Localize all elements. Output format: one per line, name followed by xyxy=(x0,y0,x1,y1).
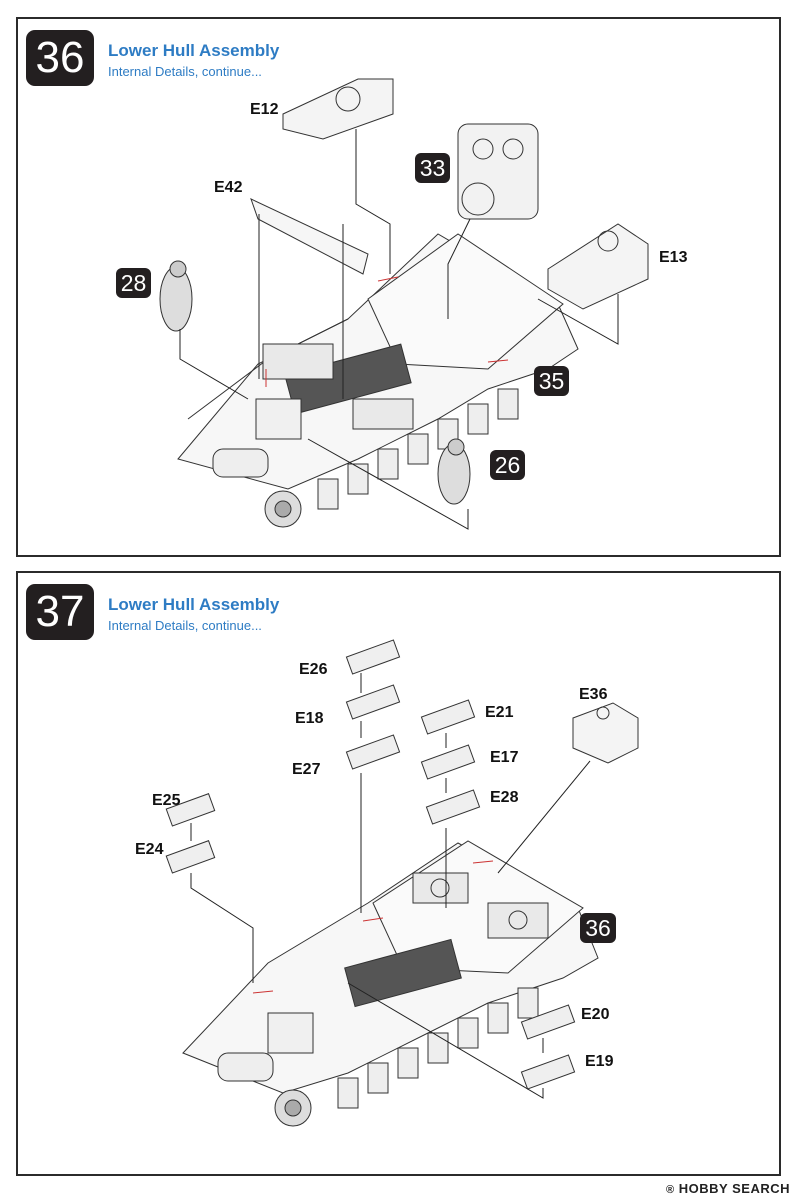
part-label-e42: E42 xyxy=(214,179,243,196)
watermark-brand: HOBBY SEARCH xyxy=(678,1181,790,1196)
step-37-drawing xyxy=(165,639,639,1127)
part-label-e27: E27 xyxy=(292,761,321,778)
part-label-e21: E21 xyxy=(485,704,514,721)
part-label-e36: E36 xyxy=(579,686,608,703)
step-36-drawing xyxy=(159,78,649,530)
part-label-e28: E28 xyxy=(490,789,519,806)
step-ref-28: 28 xyxy=(116,268,151,298)
part-label-e26: E26 xyxy=(299,661,328,678)
part-label-e19: E19 xyxy=(585,1053,614,1070)
step-36-panel: 36 Lower Hull Assembly Internal Details,… xyxy=(16,17,781,557)
watermark: ® HOBBY SEARCH xyxy=(666,1181,790,1196)
part-label-e12: E12 xyxy=(250,101,279,118)
step-37-panel: 37 Lower Hull Assembly Internal Details,… xyxy=(16,571,781,1176)
part-label-e18: E18 xyxy=(295,710,324,727)
step-title: Lower Hull Assembly xyxy=(108,41,280,60)
part-label-e20: E20 xyxy=(581,1006,610,1023)
part-label-e25: E25 xyxy=(152,792,181,809)
step-ref-35: 35 xyxy=(534,366,569,396)
step-ref-36: 36 xyxy=(580,913,616,943)
step-number-badge: 37 xyxy=(26,584,94,640)
part-label-e17: E17 xyxy=(490,749,519,766)
step-subtitle: Internal Details, continue... xyxy=(108,64,262,79)
step-ref-26: 26 xyxy=(490,450,525,480)
step-title: Lower Hull Assembly xyxy=(108,595,280,614)
step-number-badge: 36 xyxy=(26,30,94,86)
part-label-e24: E24 xyxy=(135,841,164,858)
registered-mark: ® xyxy=(666,1184,675,1196)
step-subtitle: Internal Details, continue... xyxy=(108,618,262,633)
step-ref-33: 33 xyxy=(415,153,450,183)
part-label-e13: E13 xyxy=(659,249,688,266)
